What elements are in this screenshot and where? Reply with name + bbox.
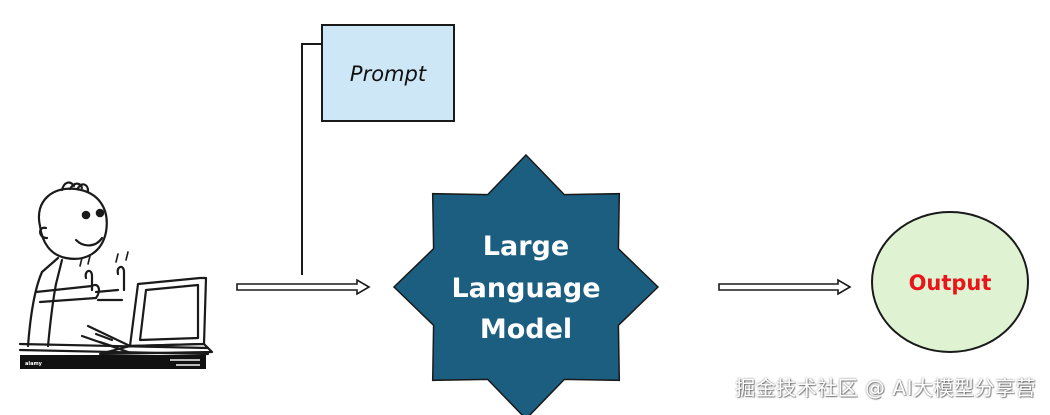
prompt-connector-line [301,43,322,275]
hollow-right-arrow-icon [236,278,371,296]
output-label: Output [909,271,992,295]
prompt-label: Prompt [350,62,427,86]
output-node: Output [871,211,1029,353]
llm-starburst: Large Language Model [392,153,660,415]
stock-brand-label: alamy [25,361,43,367]
llm-label-line-2: Language [451,273,600,304]
stock-image-banner: alamy [20,355,206,369]
prompt-box: Prompt [321,24,455,122]
watermark-text: 掘金技术社区 @ AI大模型分享营 [735,376,1036,400]
person-at-laptop-icon [18,181,214,356]
llm-label-line-1: Large [483,231,569,262]
hollow-right-arrow-icon [718,278,852,296]
llm-label-line-3: Model [480,314,572,345]
